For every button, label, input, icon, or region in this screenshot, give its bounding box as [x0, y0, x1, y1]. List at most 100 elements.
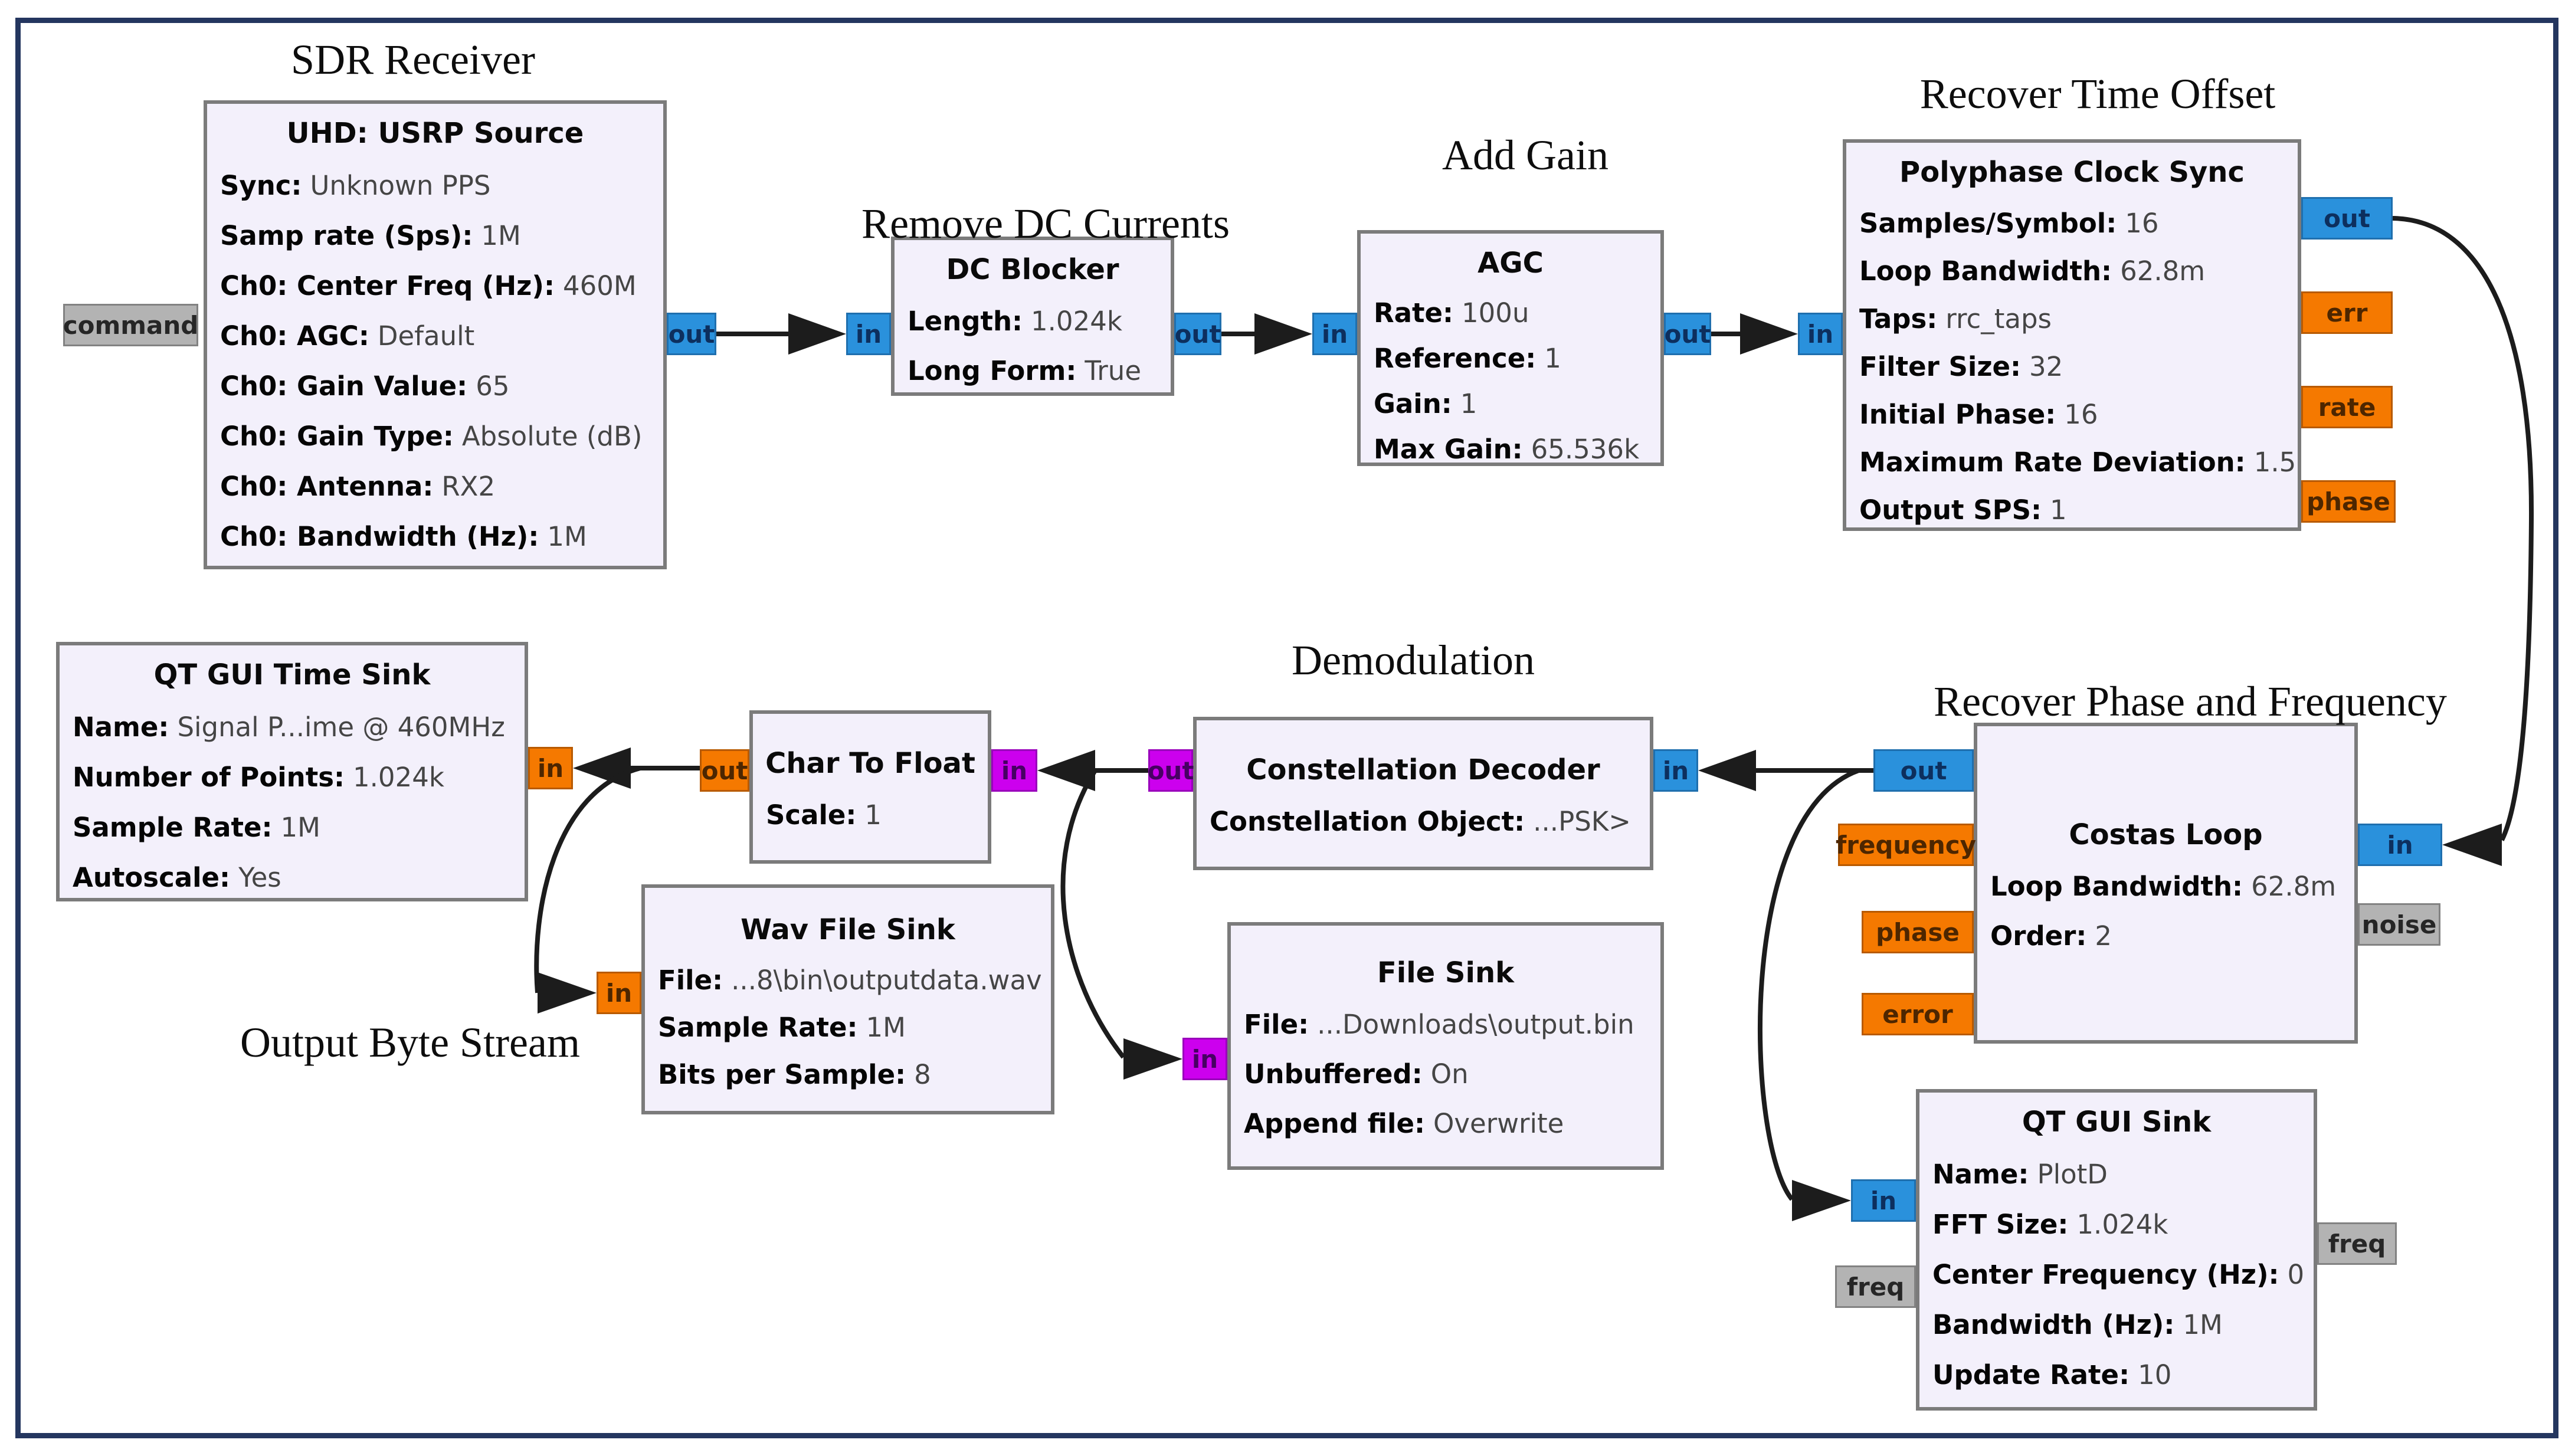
label-demodulation: Demodulation: [1292, 637, 1535, 684]
param-value: 1: [864, 799, 882, 831]
port-costas-noise[interactable]: noise: [2358, 903, 2440, 946]
param-row: Number of Points:1.024k: [60, 752, 525, 802]
param-row: Rate:100u: [1361, 290, 1660, 336]
port-costas-in[interactable]: in: [2358, 824, 2442, 866]
param-row: Output SPS:1: [1846, 486, 2298, 534]
port-polyphase-rate[interactable]: rate: [2301, 386, 2393, 428]
port-dcblocker-in[interactable]: in: [846, 313, 891, 355]
port-qtguisink-freq-left[interactable]: freq: [1835, 1265, 1916, 1308]
param-label: Append file:: [1244, 1108, 1425, 1139]
block-uhd-usrp-source[interactable]: UHD: USRP Source Sync:Unknown PPS Samp r…: [204, 100, 667, 569]
param-label: Name:: [73, 711, 169, 743]
port-qtguisink-in[interactable]: in: [1851, 1179, 1916, 1222]
block-title: QT GUI Sink: [2022, 1106, 2212, 1139]
port-qtguisink-freq-right[interactable]: freq: [2317, 1222, 2397, 1265]
param-row: Center Frequency (Hz):0: [1919, 1250, 2314, 1300]
param-row: Reference:1: [1361, 336, 1660, 381]
port-constellation-in[interactable]: in: [1653, 749, 1698, 792]
param-label: Unbuffered:: [1244, 1058, 1423, 1090]
param-value: 1.024k: [2076, 1209, 2168, 1240]
param-label: Autoscale:: [73, 862, 231, 893]
port-usrp-out[interactable]: out: [667, 313, 716, 355]
param-label: Maximum Rate Deviation:: [1859, 447, 2246, 478]
param-label: Update Rate:: [1932, 1359, 2130, 1391]
port-costas-out[interactable]: out: [1873, 749, 1974, 792]
param-value: 460M: [562, 270, 637, 301]
block-agc[interactable]: AGC Rate:100u Reference:1 Gain:1 Max Gai…: [1357, 230, 1664, 466]
param-row: Maximum Rate Deviation:1.5: [1846, 438, 2298, 486]
port-polyphase-err[interactable]: err: [2301, 291, 2393, 334]
param-row: Name:Signal P...ime @ 460MHz: [60, 702, 525, 752]
port-costas-frequency[interactable]: frequency: [1836, 824, 1976, 866]
param-row: Samples/Symbol:16: [1846, 199, 2298, 247]
port-costas-error[interactable]: error: [1862, 993, 1974, 1035]
param-row: Loop Bandwidth:62.8m: [1846, 247, 2298, 295]
block-costas-loop[interactable]: Costas Loop Loop Bandwidth:62.8m Order:2: [1974, 723, 2358, 1044]
port-dcblocker-out[interactable]: out: [1174, 313, 1221, 355]
param-label: Initial Phase:: [1859, 399, 2056, 430]
param-value: 100u: [1462, 297, 1529, 329]
port-wavsink-in[interactable]: in: [597, 972, 641, 1014]
param-value: 1.024k: [1031, 306, 1122, 337]
port-usrp-command[interactable]: command: [63, 304, 198, 346]
param-label: Gain:: [1374, 388, 1452, 419]
param-value: ...8\bin\outputdata.wav: [731, 965, 1042, 996]
param-label: Samp rate (Sps):: [220, 220, 473, 251]
param-value: Absolute (dB): [461, 421, 643, 452]
port-costas-phase[interactable]: phase: [1862, 911, 1974, 953]
block-wav-file-sink[interactable]: Wav File Sink File:...8\bin\outputdata.w…: [641, 884, 1054, 1114]
param-value: rrc_taps: [1945, 303, 2052, 335]
param-value: 10: [2138, 1359, 2172, 1391]
param-row: Scale:1: [753, 791, 988, 840]
param-row: Append file:Overwrite: [1231, 1099, 1660, 1149]
param-row: Samp rate (Sps):1M: [207, 211, 663, 261]
block-file-sink[interactable]: File Sink File:...Downloads\output.bin U…: [1227, 922, 1664, 1170]
port-polyphase-in[interactable]: in: [1798, 313, 1843, 355]
param-value: 32: [2029, 351, 2063, 382]
param-value: 65.536k: [1531, 434, 1640, 465]
param-value: 1M: [866, 1012, 906, 1043]
param-row: Length:1.024k: [895, 297, 1171, 346]
block-constellation-decoder[interactable]: Constellation Decoder Constellation Obje…: [1193, 717, 1653, 870]
block-title: Char To Float: [765, 747, 975, 780]
port-filesink-in[interactable]: in: [1182, 1038, 1227, 1080]
port-agc-in[interactable]: in: [1312, 313, 1357, 355]
param-row: Initial Phase:16: [1846, 391, 2298, 438]
param-row: Ch0: Gain Type:Absolute (dB): [207, 411, 663, 461]
param-row: Unbuffered:On: [1231, 1050, 1660, 1099]
block-polyphase-clock-sync[interactable]: Polyphase Clock Sync Samples/Symbol:16 L…: [1843, 139, 2301, 531]
param-value: 1: [1460, 388, 1477, 419]
param-label: Filter Size:: [1859, 351, 2022, 382]
param-row: Sample Rate:1M: [60, 802, 525, 852]
port-polyphase-phase[interactable]: phase: [2301, 480, 2396, 523]
port-chartofloat-out[interactable]: out: [700, 749, 749, 792]
param-value: True: [1085, 355, 1142, 386]
param-value: ...PSK>: [1533, 806, 1631, 837]
port-timesink-in[interactable]: in: [528, 747, 573, 789]
param-label: Sample Rate:: [658, 1012, 858, 1043]
param-label: Sample Rate:: [73, 812, 273, 843]
param-label: Constellation Object:: [1210, 806, 1525, 837]
param-value: Signal P...ime @ 460MHz: [177, 711, 505, 743]
block-qt-gui-time-sink[interactable]: QT GUI Time Sink Name:Signal P...ime @ 4…: [56, 642, 528, 901]
label-output-byte-stream: Output Byte Stream: [240, 1019, 580, 1066]
param-value: Yes: [238, 862, 281, 893]
param-value: 1: [2050, 494, 2067, 526]
block-char-to-float[interactable]: Char To Float Scale:1: [749, 710, 991, 864]
port-chartofloat-in[interactable]: in: [991, 749, 1037, 792]
param-value: Unknown PPS: [310, 170, 491, 201]
port-polyphase-out[interactable]: out: [2301, 197, 2393, 240]
param-label: Loop Bandwidth:: [1990, 871, 2243, 902]
param-row: Ch0: Antenna:RX2: [207, 461, 663, 511]
param-value: 1.5: [2253, 447, 2296, 478]
param-row: Bits per Sample:8: [645, 1051, 1051, 1098]
port-agc-out[interactable]: out: [1664, 313, 1711, 355]
block-dc-blocker[interactable]: DC Blocker Length:1.024k Long Form:True: [891, 237, 1174, 396]
param-label: Taps:: [1859, 303, 1938, 335]
port-constellation-out[interactable]: out: [1148, 749, 1194, 792]
block-title: QT GUI Time Sink: [153, 658, 431, 691]
param-label: FFT Size:: [1932, 1209, 2069, 1240]
param-value: RX2: [441, 471, 496, 502]
param-label: Long Form:: [908, 355, 1077, 386]
block-qt-gui-sink[interactable]: QT GUI Sink Name:PlotD FFT Size:1.024k C…: [1916, 1089, 2317, 1411]
